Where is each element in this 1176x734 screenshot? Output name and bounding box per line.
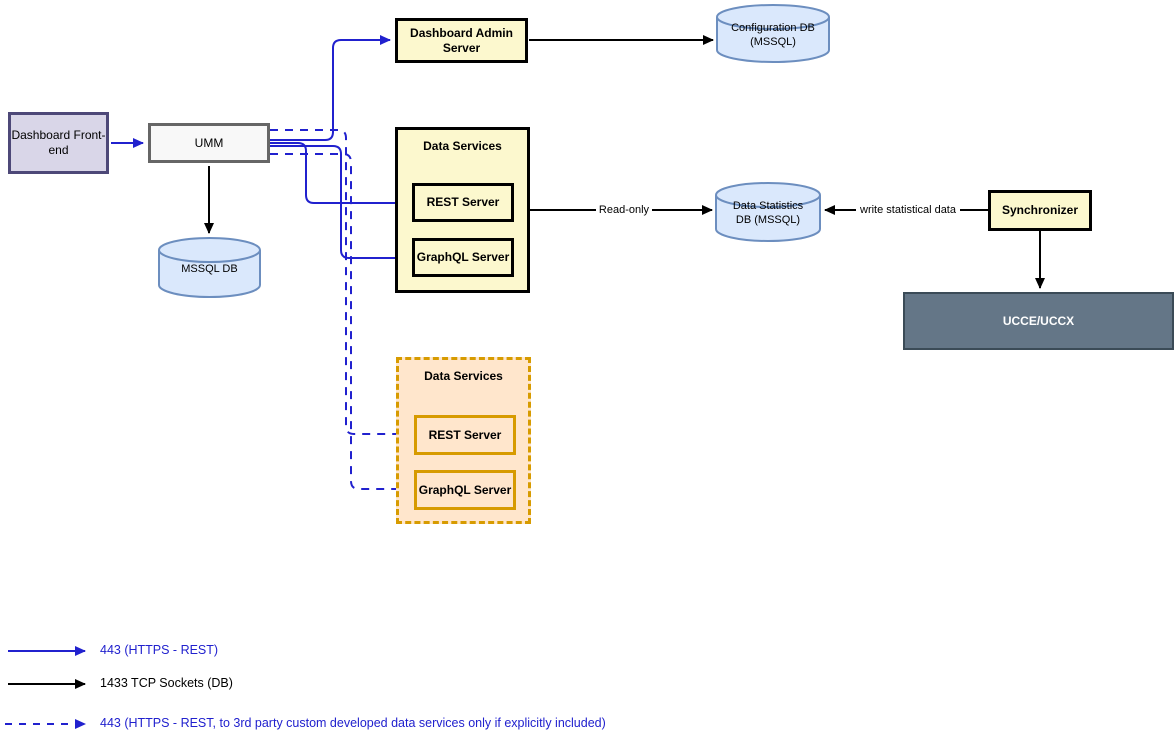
dashboard-admin-server-label: Dashboard Admin Server (410, 25, 513, 55)
edge-umm-to-3rd-graphql-server (270, 153, 410, 494)
dashboard-front-end-node: Dashboard Front-end (8, 112, 109, 174)
graphql-server-label: GraphQL Server (416, 250, 510, 264)
synchronizer-label: Synchronizer (1001, 203, 1079, 217)
edge-umm-to-3rd-rest-server (270, 129, 410, 439)
configuration-db-label: Configuration DB (MSSQL) (731, 22, 815, 48)
dashboard-admin-server-node: Dashboard Admin Server (395, 18, 528, 63)
synchronizer-node: Synchronizer (988, 190, 1092, 231)
legend-https-rest-label: 443 (HTTPS - REST) (100, 643, 219, 657)
mssql-db-label: MSSQL DB (181, 263, 238, 276)
umm-label: UMM (194, 135, 224, 150)
edge-umm-to-rest-server (270, 142, 408, 208)
mssql-db-cylinder (158, 237, 261, 298)
legend-tcp-sockets-label: 1433 TCP Sockets (DB) (100, 676, 233, 690)
configuration-db-cylinder (716, 4, 830, 63)
rest-server-3rd-party-node: REST Server (414, 415, 516, 455)
data-statistics-db-label: Data Statistics DB (MSSQL) (732, 200, 804, 226)
graphql-server-node: GraphQL Server (412, 238, 514, 277)
rest-server-node: REST Server (412, 183, 514, 222)
rest-server-3rd-party-label: REST Server (428, 427, 502, 442)
dashboard-front-end-label: Dashboard Front-end (11, 128, 106, 157)
edge-umm-to-admin-server (270, 35, 391, 141)
data-services-3rd-party-label: Data Services (424, 369, 503, 383)
legend-https-rest-3rd-party-label: 443 (HTTPS - REST, to 3rd party custom d… (100, 716, 606, 730)
graphql-server-3rd-party-label: GraphQL Server (418, 482, 512, 497)
umm-node: UMM (148, 123, 270, 163)
rest-server-label: REST Server (426, 195, 500, 209)
read-only-edge-label: Read-only (596, 203, 652, 217)
graphql-server-3rd-party-node: GraphQL Server (414, 470, 516, 510)
write-statistical-data-edge-label: write statistical data (856, 203, 960, 217)
data-services-label: Data Services (423, 139, 502, 153)
data-statistics-db-cylinder (715, 182, 821, 242)
ucce-uccx-node: UCCE/UCCX (903, 292, 1174, 350)
ucce-uccx-label: UCCE/UCCX (1002, 313, 1075, 328)
